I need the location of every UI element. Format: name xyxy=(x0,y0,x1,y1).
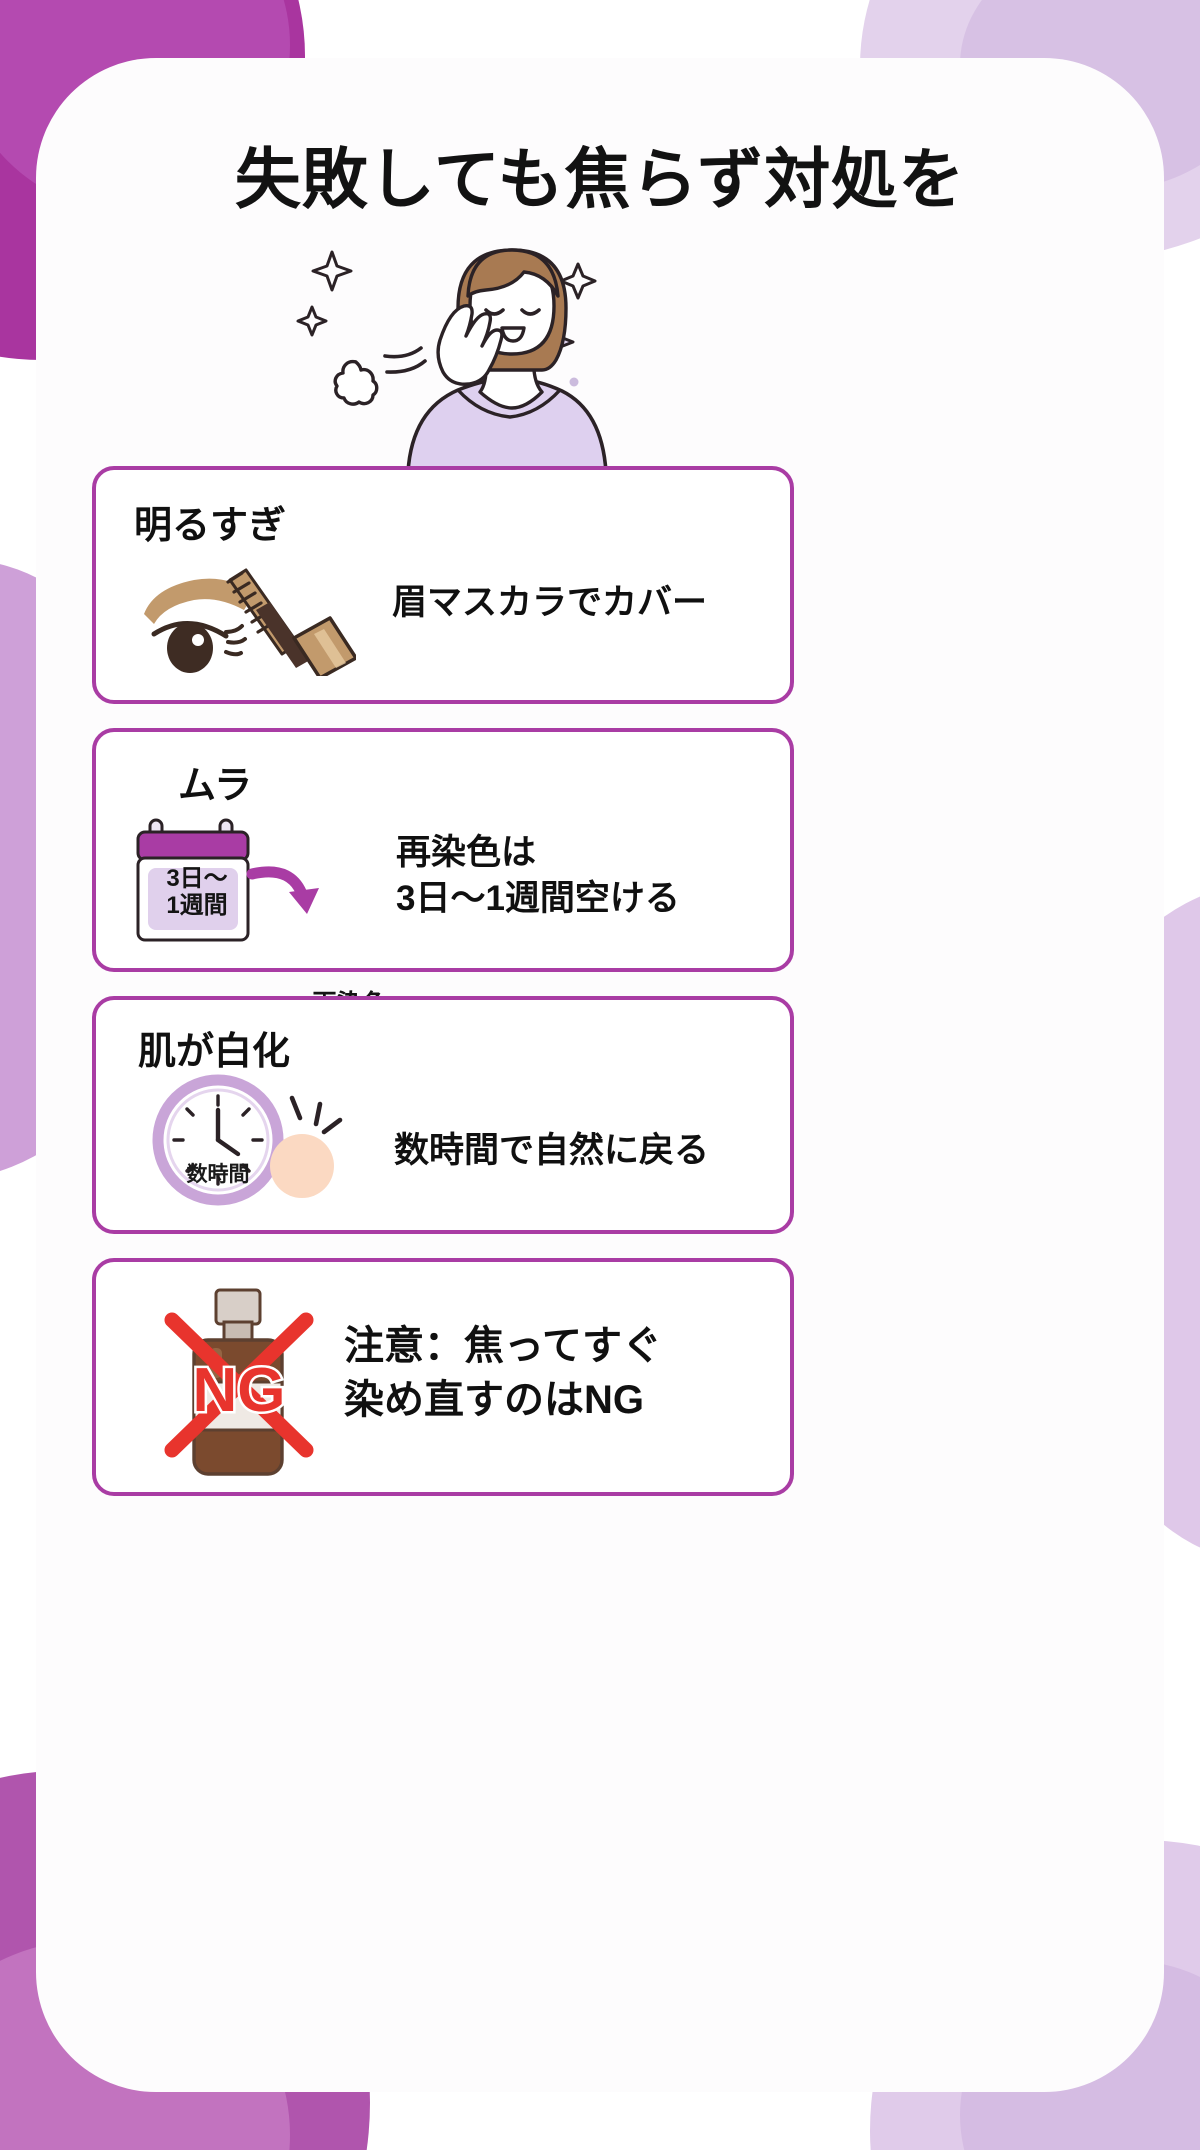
card-too-bright[interactable]: 明るすぎ xyxy=(92,466,794,704)
card-caution-ng[interactable]: NG 注意：焦ってすぐ 染め直すのはNG xyxy=(92,1258,794,1496)
red-cross-icon xyxy=(164,1312,314,1458)
card-body-text: 注意：焦ってすぐ 染め直すのはNG xyxy=(344,1324,662,1422)
eye-closed-icon xyxy=(520,308,541,316)
card-body-text: 再染色は 3日〜1週間空ける xyxy=(396,833,680,919)
bottle-cap-icon xyxy=(214,1288,262,1326)
hair-front-icon xyxy=(466,248,560,298)
card-uneven[interactable]: ムラ 3日〜 1週間 再染色 再染色は 3日〜1週間空ける xyxy=(92,728,794,1018)
wand-stem-icon xyxy=(256,602,310,668)
ng-badge-label: NG xyxy=(193,1356,286,1425)
hand-icon xyxy=(436,303,504,386)
card-heading: 肌が白化 xyxy=(138,1031,291,1073)
sigh-puff-icon xyxy=(333,346,427,406)
mascara-wand-icon xyxy=(226,568,358,680)
calendar-arrow-group: 3日〜 1週間 再染色 xyxy=(134,814,387,1018)
eye-closed-icon xyxy=(484,308,505,316)
card-heading: 明るすぎ xyxy=(134,505,287,547)
card-skin-whitening[interactable]: 肌が白化 xyxy=(92,996,794,1234)
eyebrow-mascara-icon xyxy=(136,556,358,680)
calendar-note-icon xyxy=(148,868,238,930)
clock-group: 数時間 xyxy=(144,1074,364,1214)
sparkle-icon xyxy=(559,262,597,300)
card-heading: ムラ xyxy=(178,765,253,807)
wand-gloss-icon xyxy=(314,629,346,668)
relieved-woman-illustration-icon xyxy=(296,248,608,472)
clock-ticks-icon xyxy=(172,1094,264,1186)
hero-illustration xyxy=(290,222,620,472)
dot-icon xyxy=(569,377,579,387)
card-body-text: 眉マスカラでカバー xyxy=(392,583,708,622)
lashes-icon xyxy=(224,624,247,657)
clock-icon xyxy=(152,1074,343,1206)
collar-icon xyxy=(456,388,562,419)
calendar-icon xyxy=(136,818,319,942)
sparkle-icon xyxy=(311,250,353,292)
mouth-icon xyxy=(500,326,526,343)
curved-arrow-icon xyxy=(246,866,319,914)
iris-icon xyxy=(167,623,213,673)
clock-label: 数時間 xyxy=(186,1163,250,1186)
eye-highlight-icon xyxy=(192,634,204,646)
ng-bottle-icon: NG xyxy=(154,1286,324,1476)
calendar-header-icon xyxy=(136,830,250,862)
skin-patch-icon xyxy=(270,1134,334,1198)
shine-lines-icon xyxy=(289,1095,343,1135)
clock-hour-hand-icon xyxy=(215,1137,241,1157)
calendar-label: 3日〜 1週間 xyxy=(166,865,228,919)
card-body-text: 数時間で自然に戻る xyxy=(394,1131,710,1170)
page-title: 失敗しても焦らず対処を xyxy=(234,142,966,216)
eyebrow-shape-icon xyxy=(144,578,254,624)
sparkle-icon xyxy=(296,305,328,337)
